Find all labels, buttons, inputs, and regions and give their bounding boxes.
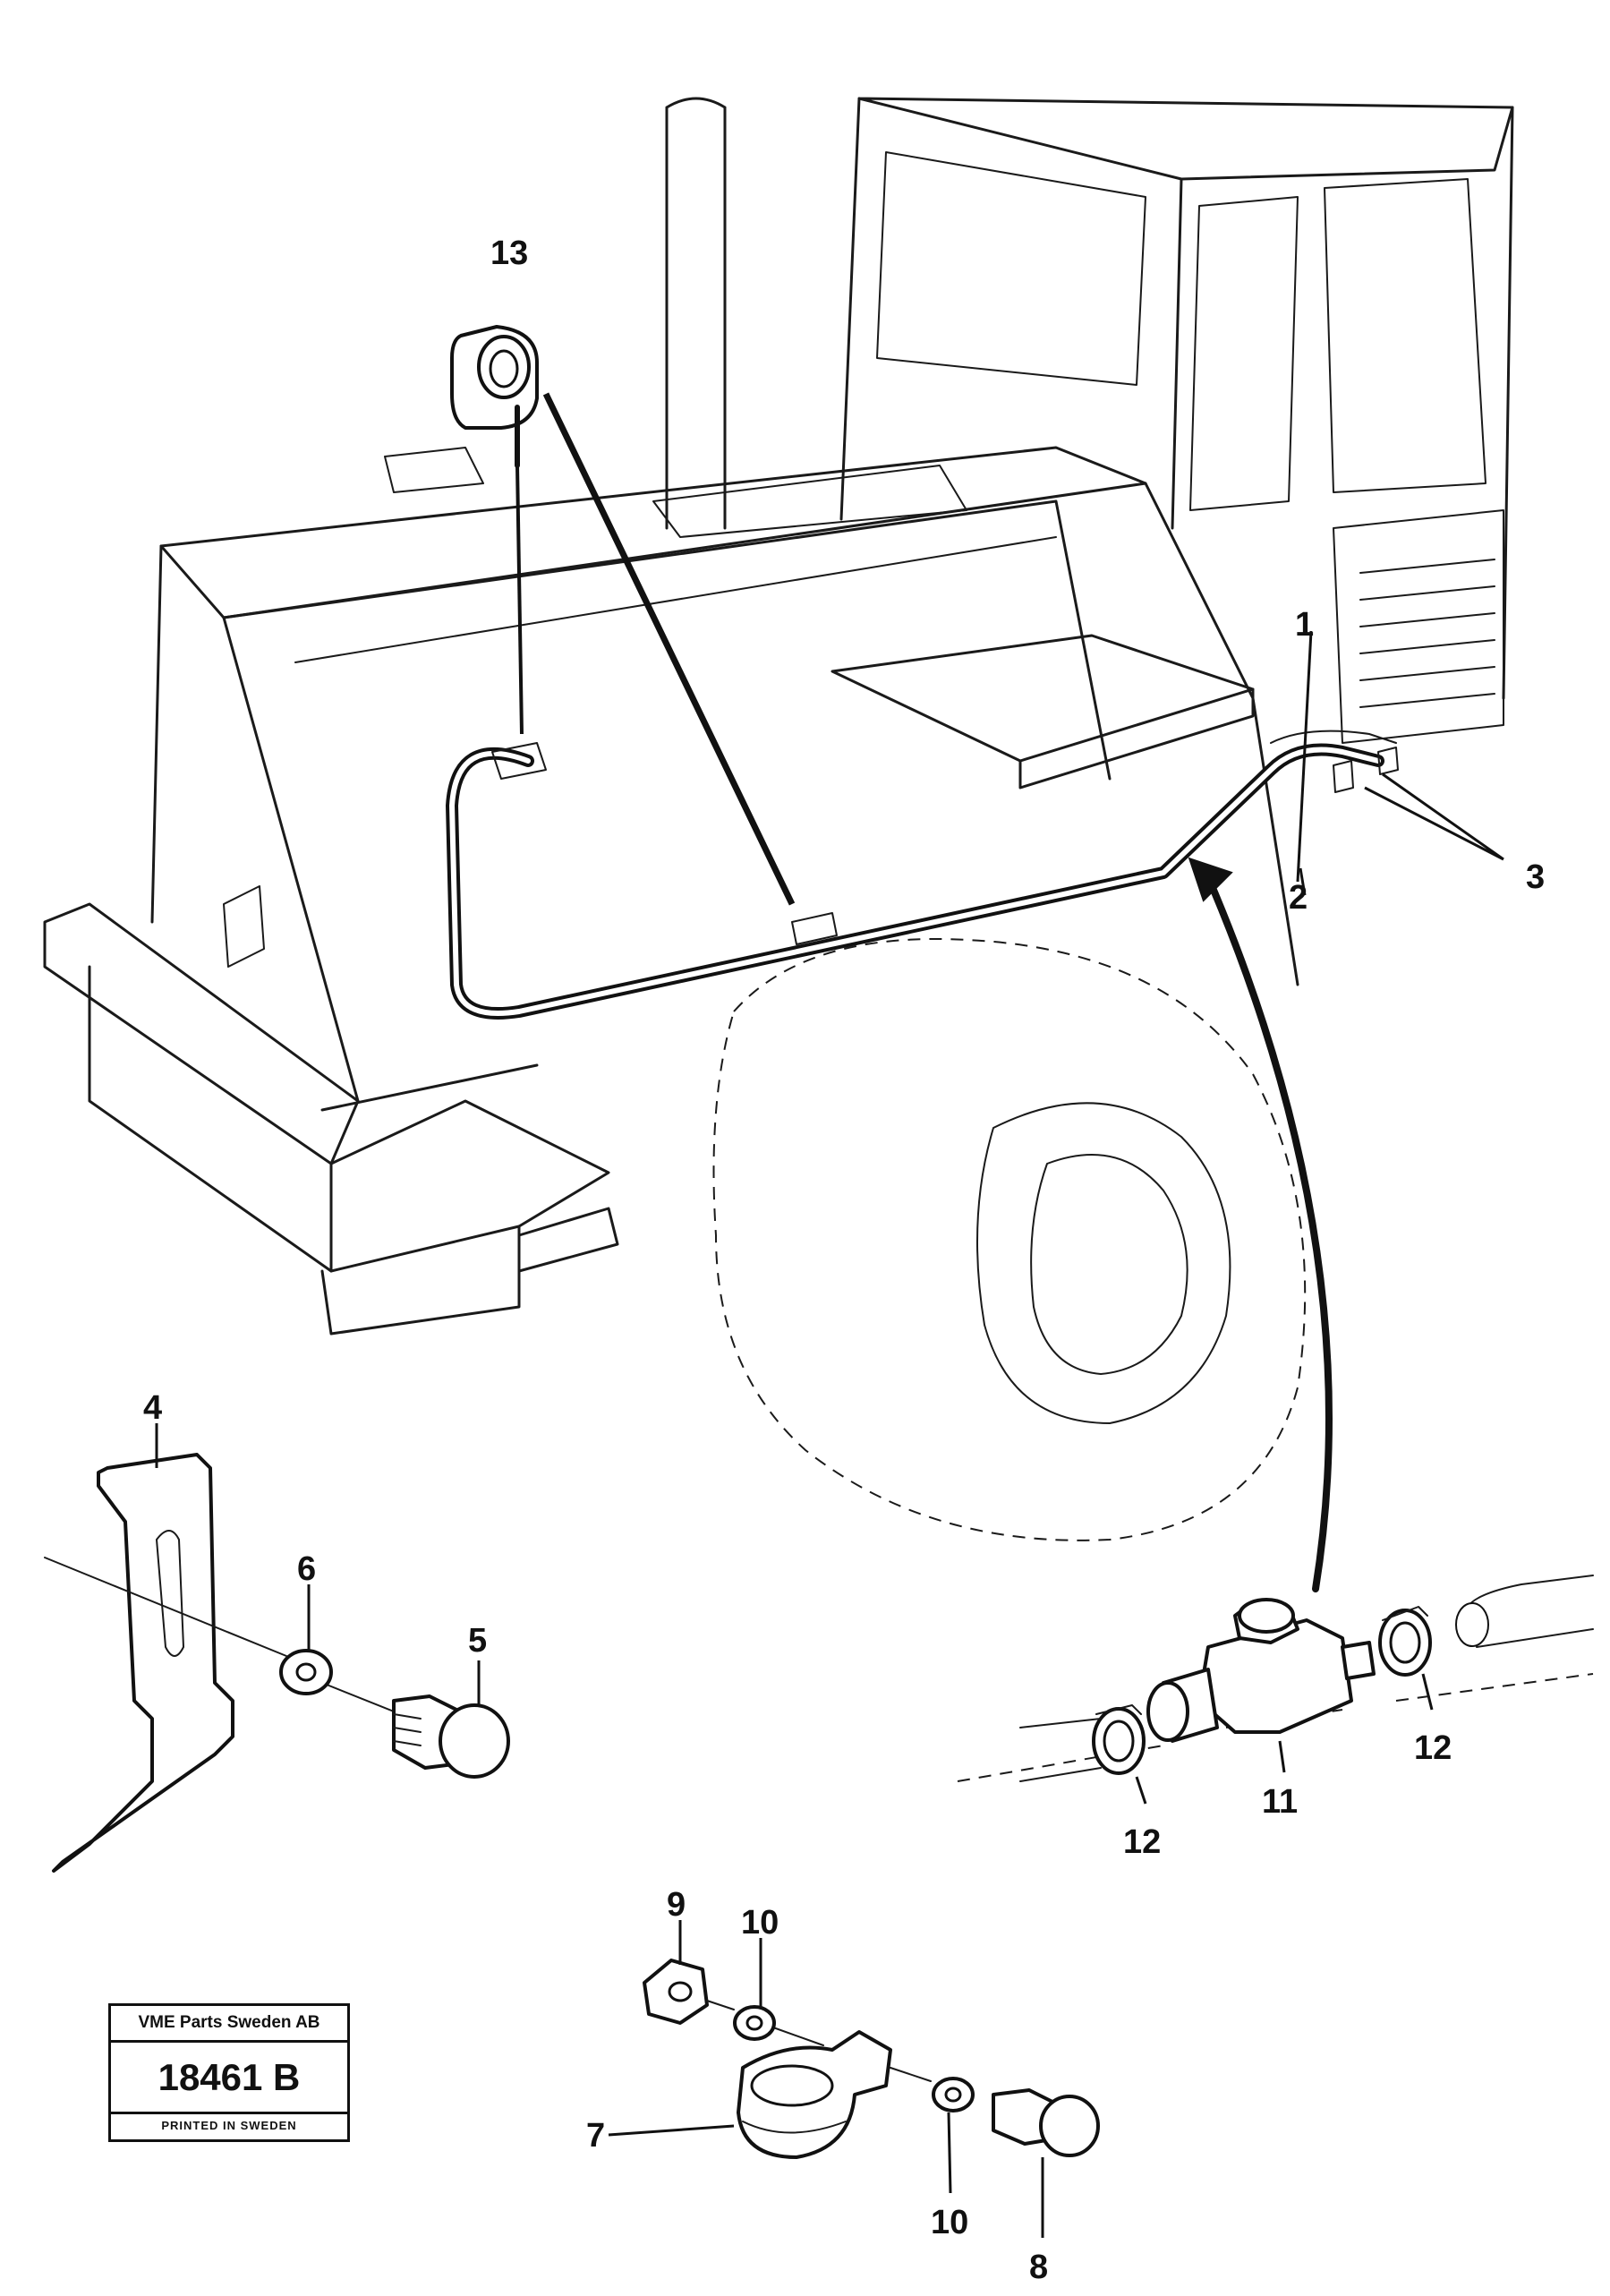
callout-10-top: 10 bbox=[741, 1904, 779, 1942]
callouts: 13 1 2 3 4 6 5 12 11 12 9 10 7 10 8 bbox=[143, 235, 1545, 2286]
leader-lines bbox=[155, 630, 1504, 2238]
stamp-drawing-number: 18461 B bbox=[158, 2056, 301, 2098]
location-arrow bbox=[1188, 857, 1333, 1592]
callout-4: 4 bbox=[143, 1389, 162, 1427]
callout-5: 5 bbox=[468, 1622, 487, 1660]
callout-1: 1 bbox=[1295, 606, 1314, 644]
callout-12-left: 12 bbox=[1123, 1823, 1161, 1861]
machine-outline bbox=[43, 97, 1594, 1782]
clip-assembly bbox=[643, 1959, 1100, 2159]
heater-hose-assembly bbox=[446, 730, 1399, 1020]
callout-11: 11 bbox=[1262, 1783, 1298, 1821]
callout-2: 2 bbox=[1289, 879, 1308, 917]
callout-12-right: 12 bbox=[1414, 1729, 1452, 1767]
stamp-printed-note: PRINTED IN SWEDEN bbox=[111, 2112, 347, 2139]
callout-8: 8 bbox=[1029, 2249, 1048, 2286]
callout-13: 13 bbox=[490, 235, 528, 272]
valve-assembly bbox=[1019, 1575, 1594, 1782]
callout-9: 9 bbox=[667, 1886, 686, 1924]
callout-6: 6 bbox=[297, 1550, 316, 1588]
grommet-13 bbox=[450, 325, 796, 906]
callout-10-bottom: 10 bbox=[931, 2204, 968, 2241]
bracket-assembly bbox=[44, 1453, 510, 1873]
callout-3: 3 bbox=[1526, 858, 1545, 896]
drawing-stamp: VME Parts Sweden AB 18461 B PRINTED IN S… bbox=[108, 2003, 350, 2142]
callout-7: 7 bbox=[586, 2117, 605, 2155]
stamp-company: VME Parts Sweden AB bbox=[111, 2006, 347, 2043]
